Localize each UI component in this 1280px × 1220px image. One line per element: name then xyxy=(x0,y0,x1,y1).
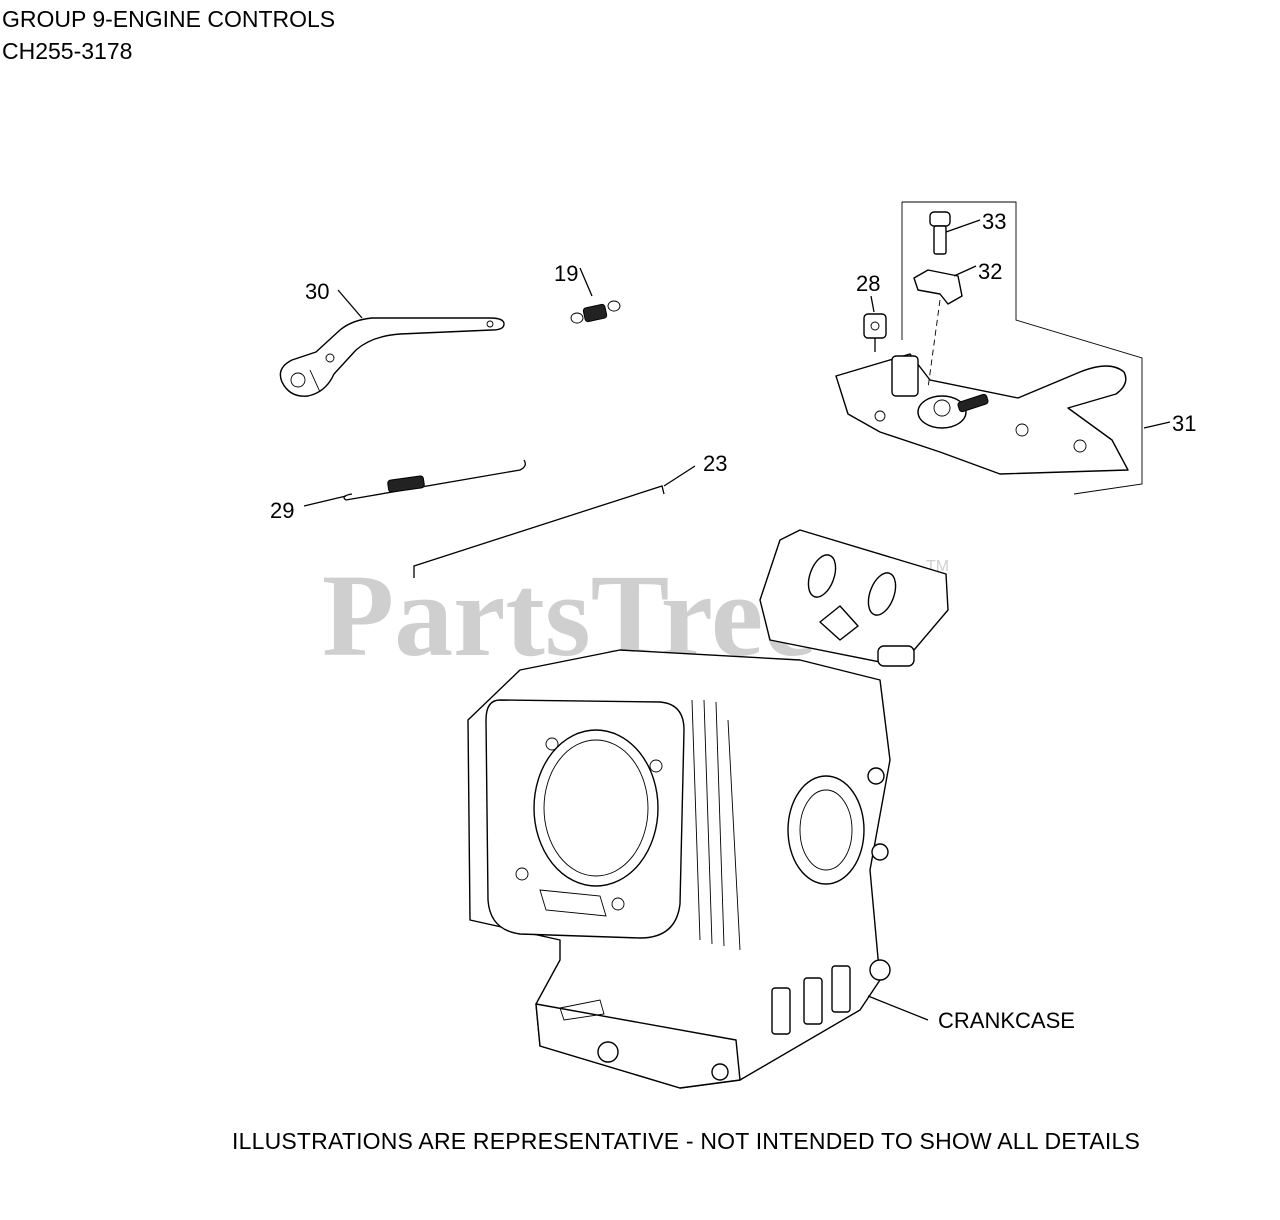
leader-19 xyxy=(579,267,593,297)
diagram-title: GROUP 9-ENGINE CONTROLS xyxy=(2,6,336,32)
callout-28[interactable]: 28 xyxy=(856,271,880,296)
leader-32 xyxy=(953,265,977,277)
footer-disclaimer: ILLUSTRATIONS ARE REPRESENTATIVE - NOT I… xyxy=(232,1128,1141,1154)
callout-32[interactable]: 32 xyxy=(978,259,1002,284)
leader-23 xyxy=(663,465,696,487)
crankcase-body[interactable] xyxy=(467,529,949,1089)
part-23-link-rod[interactable] xyxy=(413,485,665,578)
part-19-spring[interactable] xyxy=(570,300,621,324)
callout-19[interactable]: 19 xyxy=(554,261,578,286)
model-code: CH255-3178 xyxy=(2,38,133,64)
leader-crankcase xyxy=(867,995,929,1021)
callout-23[interactable]: 23 xyxy=(703,451,727,476)
callout-33[interactable]: 33 xyxy=(982,209,1006,234)
part-30-lever[interactable] xyxy=(279,317,505,397)
leader-31 xyxy=(1143,421,1171,429)
leader-29 xyxy=(303,495,347,507)
part-29-spring-rod[interactable] xyxy=(343,459,526,501)
callout-31[interactable]: 31 xyxy=(1172,411,1196,436)
leader-33 xyxy=(945,219,981,233)
leader-30 xyxy=(337,289,363,319)
part-31-control-bracket-assembly[interactable] xyxy=(835,201,1143,495)
leader-28 xyxy=(870,295,875,313)
part-33-screw[interactable] xyxy=(929,211,951,255)
callout-crankcase[interactable]: CRANKCASE xyxy=(938,1008,1075,1033)
part-32-clip[interactable] xyxy=(913,269,963,305)
callout-30[interactable]: 30 xyxy=(305,279,329,304)
part-28-screw[interactable] xyxy=(863,313,887,352)
callout-29[interactable]: 29 xyxy=(270,498,294,523)
centerline-32 xyxy=(927,299,941,389)
